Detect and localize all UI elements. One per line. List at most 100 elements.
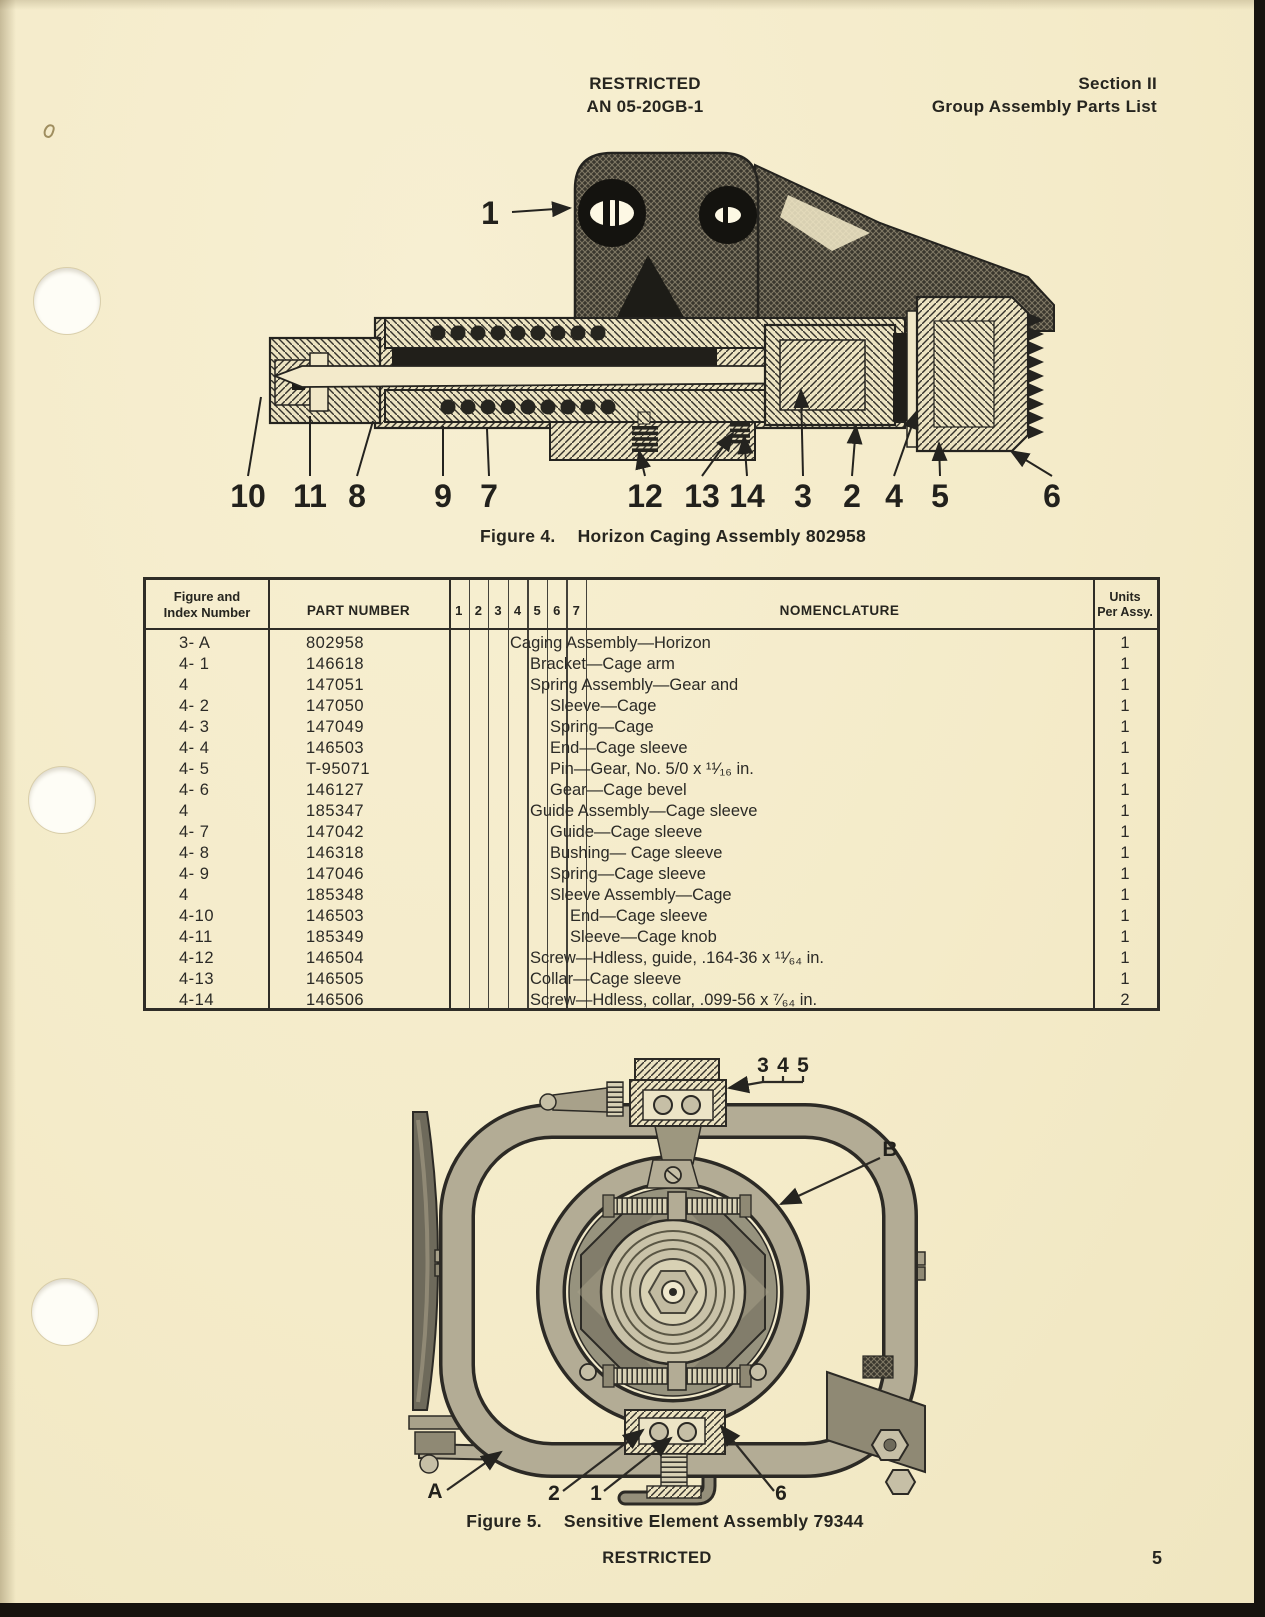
cell-figure-index: 4-12 (179, 949, 215, 967)
callout-14: 14 (729, 478, 765, 514)
callout-4: 4 (885, 478, 903, 514)
cell-nomenclature: Caging Assembly—Horizon (510, 634, 711, 652)
cell-figure-index: 3- A (179, 634, 211, 652)
table-row: 4- 8 146318 Bushing— Cage sleeve 1 (146, 843, 1157, 864)
table-rule (546, 580, 549, 1008)
table-row: 3- A 802958 Caging Assembly—Horizon 1 (146, 633, 1157, 654)
cell-part-number: 147042 (306, 823, 365, 841)
sensitive-element-drawing (408, 1058, 926, 1506)
table-row: 4- 2 147050 Sleeve—Cage 1 (146, 696, 1157, 717)
cell-part-number: 147046 (306, 865, 365, 883)
table-rule (449, 580, 451, 1008)
callout-3: 3 (794, 478, 812, 514)
callout-7: 7 (480, 478, 498, 514)
figure4-caption-title: Horizon Caging Assembly 802958 (577, 526, 867, 546)
cell-part-number: 146504 (306, 949, 365, 967)
table-rule (586, 580, 588, 1008)
cell-part-number: 146503 (306, 907, 365, 925)
cell-units-per-assy: 1 (1120, 886, 1130, 904)
callout-3: 3 (757, 1054, 769, 1077)
cell-units-per-assy: 1 (1120, 844, 1130, 862)
spring-coils-bottom (440, 399, 616, 415)
cell-units-per-assy: 1 (1120, 634, 1130, 652)
table-row: 4 185348 Sleeve Assembly—Cage 1 (146, 885, 1157, 906)
callout-1: 1 (590, 1482, 602, 1505)
figure4-callout-leaders (247, 201, 1053, 477)
cell-figure-index: 4- 4 (179, 739, 210, 757)
cell-units-per-assy: 1 (1120, 802, 1130, 820)
caging-assembly-cutaway (268, 151, 1055, 461)
figure4-drawing: 1 10 11 8 9 7 12 13 14 3 2 4 5 6 (230, 151, 1061, 514)
cell-part-number: 147051 (306, 676, 365, 694)
cell-units-per-assy: 1 (1120, 781, 1130, 799)
callout-5: 5 (797, 1054, 809, 1077)
table-row: 4-12 146504 Screw—Hdless, guide, .164-36… (146, 948, 1157, 969)
scan-edge (0, 1603, 1265, 1617)
table-header-rule (146, 628, 1157, 630)
cell-nomenclature: Sleeve Assembly—Cage (550, 886, 732, 904)
cell-figure-index: 4-14 (179, 991, 215, 1009)
callout-9: 9 (434, 478, 452, 514)
figure5-illustration: 3 4 5 B A 2 1 6 (385, 1020, 940, 1520)
table-row: 4- 7 147042 Guide—Cage sleeve 1 (146, 822, 1157, 843)
table-row: 4- 5 T-95071 Pin—Gear, No. 5/0 x ¹¹⁄₁₆ i… (146, 759, 1157, 780)
knurled-knob-edge (1028, 313, 1044, 439)
callout-2: 2 (843, 478, 861, 514)
cell-nomenclature: Sleeve—Cage knob (570, 928, 717, 946)
parts-table: Figure and Index Number PART NUMBER 1 2 … (143, 577, 1160, 1011)
cell-figure-index: 4 (179, 886, 189, 904)
column-header-units: Units Per Assy. (1097, 590, 1153, 619)
section-title: Section II (1078, 74, 1157, 93)
cell-part-number: 146618 (306, 655, 365, 673)
figure4-caption: Figure 4.Horizon Caging Assembly 802958 (0, 526, 1265, 547)
scan-edge (1254, 0, 1265, 1617)
punch-hole (29, 767, 95, 833)
callout-A: A (427, 1480, 442, 1503)
indenture-col-5: 5 (533, 603, 541, 618)
figure5-callout-labels: 3 4 5 B A 2 1 6 (427, 1054, 897, 1505)
cell-nomenclature: End—Cage sleeve (570, 907, 708, 925)
cell-nomenclature: Spring—Cage (550, 718, 654, 736)
table-row: 4- 3 147049 Spring—Cage 1 (146, 717, 1157, 738)
indenture-col-2: 2 (474, 603, 482, 618)
figure4-callout-labels: 1 10 11 8 9 7 12 13 14 3 2 4 5 6 (230, 195, 1061, 514)
indenture-col-6: 6 (553, 603, 561, 618)
table-row: 4 185347 Guide Assembly—Cage sleeve 1 (146, 801, 1157, 822)
cell-nomenclature: Screw—Hdless, collar, .099-56 x ⁷⁄₆₄ in. (530, 991, 818, 1009)
callout-12: 12 (627, 478, 663, 514)
column-header-index: Figure and Index Number (163, 589, 251, 620)
table-row: 4-14 146506 Screw—Hdless, collar, .099-5… (146, 990, 1157, 1011)
figure5-caption-title: Sensitive Element Assembly 79344 (563, 1511, 864, 1531)
cell-units-per-assy: 1 (1120, 676, 1130, 694)
cell-part-number: 185347 (306, 802, 365, 820)
cell-nomenclature: Guide—Cage sleeve (550, 823, 703, 841)
cell-nomenclature: Gear—Cage bevel (550, 781, 687, 799)
cell-units-per-assy: 1 (1120, 865, 1130, 883)
figure5-caption: Figure 5.Sensitive Element Assembly 7934… (0, 1511, 1265, 1532)
cell-figure-index: 4- 2 (179, 697, 210, 715)
indenture-col-7: 7 (572, 603, 580, 618)
callout-8: 8 (348, 478, 366, 514)
cell-units-per-assy: 1 (1120, 970, 1130, 988)
pen-mark (42, 122, 56, 140)
cell-figure-index: 4-11 (179, 928, 213, 946)
cell-part-number: 146127 (306, 781, 365, 799)
callout-4: 4 (777, 1054, 789, 1077)
indenture-col-3: 3 (494, 603, 502, 618)
cell-nomenclature: Screw—Hdless, guide, .164-36 x ¹¹⁄₆₄ in. (530, 949, 825, 967)
table-rule (507, 580, 510, 1008)
punch-hole (34, 268, 100, 334)
restricted-label: RESTRICTED (589, 74, 701, 93)
column-header-part-number: PART NUMBER (306, 603, 411, 618)
cell-nomenclature: Pin—Gear, No. 5/0 x ¹¹⁄₁₆ in. (550, 760, 754, 778)
table-row: 4-13 146505 Collar—Cage sleeve 1 (146, 969, 1157, 990)
callout-5: 5 (931, 478, 949, 514)
section-subtitle: Group Assembly Parts List (931, 97, 1157, 116)
table-row: 4 147051 Spring Assembly—Gear and 1 (146, 675, 1157, 696)
cell-units-per-assy: 1 (1120, 655, 1130, 673)
callout-1: 1 (481, 195, 499, 231)
cell-nomenclature: Spring Assembly—Gear and (530, 676, 739, 694)
callout-2: 2 (548, 1482, 560, 1505)
table-row: 4- 4 146503 End—Cage sleeve 1 (146, 738, 1157, 759)
